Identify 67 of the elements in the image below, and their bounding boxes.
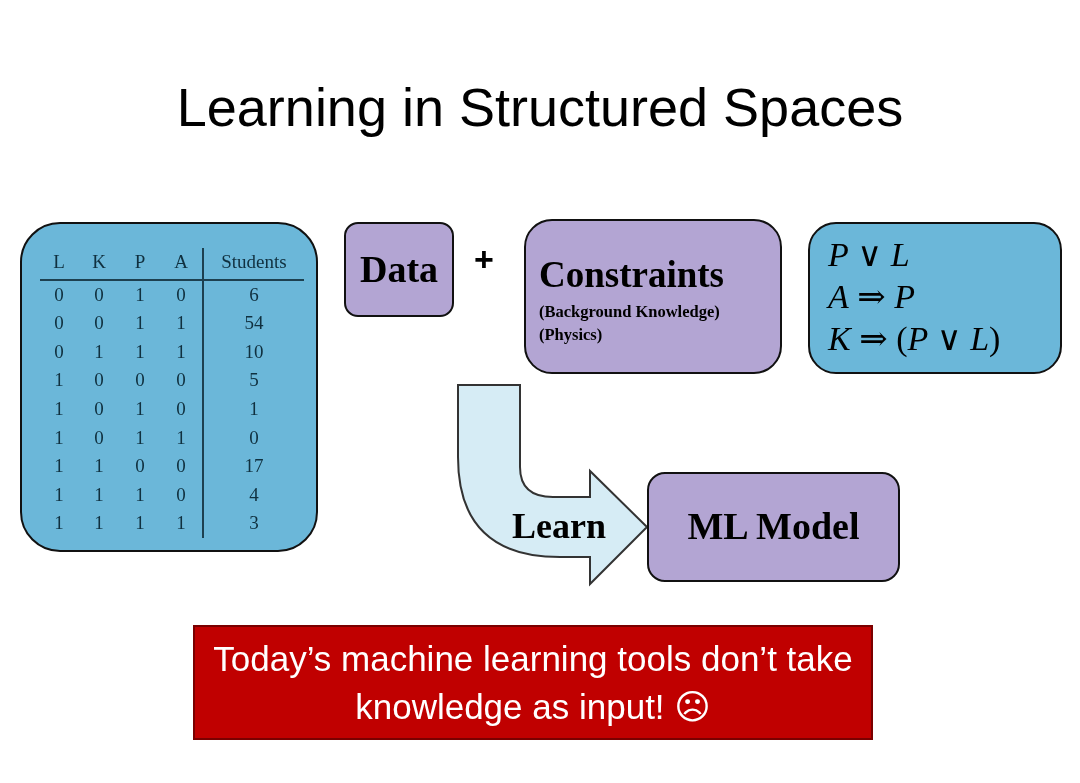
table-cell-text: 1	[93, 454, 105, 479]
table-cell-text: 0	[134, 454, 146, 479]
table-cell-text: 0	[93, 396, 105, 421]
logic-formula: K ⇒ (P ∨ L)	[828, 319, 1002, 359]
column-header: Students	[202, 248, 304, 281]
column-header: A	[160, 248, 202, 281]
process-box	[647, 472, 900, 582]
slide-title: Learning in Structured Spaces	[175, 78, 905, 138]
table-cell-text: 0	[93, 425, 105, 450]
table-cell-text: 1	[134, 511, 146, 536]
table-cell-text: 0	[93, 311, 105, 336]
formula-panel	[808, 222, 1062, 374]
table-cell-text: 0	[175, 368, 187, 393]
table-cell-text: 1	[53, 368, 65, 393]
table-cell-text: 1	[93, 482, 105, 507]
table-cell-text: 0	[175, 482, 187, 507]
table-cell-text: 1	[175, 511, 187, 536]
box-title: Constraints	[539, 255, 726, 296]
table-cell-text: 1	[134, 425, 146, 450]
table-cell-text: 1	[53, 511, 65, 536]
table-cell-text: 1	[134, 396, 146, 421]
box-title: Data	[359, 248, 439, 291]
table-cell-text: 0	[175, 454, 187, 479]
table-cell: 54	[202, 309, 304, 338]
table-cell-text: 1	[134, 482, 146, 507]
table-panel	[20, 222, 318, 552]
table-cell-text: 1	[93, 511, 105, 536]
table-cell-text: 0	[53, 339, 65, 364]
table-cell-text: 0	[53, 311, 65, 336]
column-header: K	[78, 248, 120, 281]
process-box	[524, 219, 782, 374]
table-cell-text: 1	[53, 454, 65, 479]
table-cell-text: 1	[175, 425, 187, 450]
plus-sign: +	[474, 240, 494, 279]
box-title: ML Model	[687, 506, 860, 548]
table-cell-text: 1	[53, 396, 65, 421]
table-cell-text: 1	[93, 339, 105, 364]
banner-text: Today’s machine learning tools don’t take knowledge as input! ☹	[213, 637, 853, 728]
logic-formula: P ∨ L	[828, 235, 911, 275]
table-cell-text: 0	[53, 282, 65, 307]
table-cell: 6	[202, 280, 304, 310]
box-subtitle: (Background Knowledge)	[539, 300, 721, 323]
table-cell-text: 1	[175, 311, 187, 336]
table-cell-text: 1	[134, 311, 146, 336]
table-cell: 3	[202, 509, 304, 538]
table-cell-text: 1	[53, 425, 65, 450]
table-cell-text: 1	[134, 282, 146, 307]
table-cell: 5	[202, 366, 304, 395]
table-cell-text: 1	[134, 339, 146, 364]
table-cell-text: 0	[175, 396, 187, 421]
process-box	[344, 222, 454, 317]
table-cell: 0	[202, 423, 304, 453]
box-subtitle: (Physics)	[539, 323, 604, 346]
table-cell-text: 0	[93, 368, 105, 393]
column-header: L	[40, 248, 78, 281]
table-cell: 10	[202, 337, 304, 367]
table-cell: 1	[202, 394, 304, 424]
table-cell-text: 0	[93, 282, 105, 307]
table-cell-text: 0	[175, 282, 187, 307]
table-cell: 4	[202, 480, 304, 510]
message-banner	[193, 625, 873, 740]
table-cell-text: 1	[53, 482, 65, 507]
table-cell-text: 1	[175, 339, 187, 364]
table-cell: 17	[202, 452, 304, 481]
logic-formula: A ⇒ P	[828, 277, 917, 317]
column-header: P	[120, 248, 160, 281]
table-cell-text: 0	[134, 368, 146, 393]
